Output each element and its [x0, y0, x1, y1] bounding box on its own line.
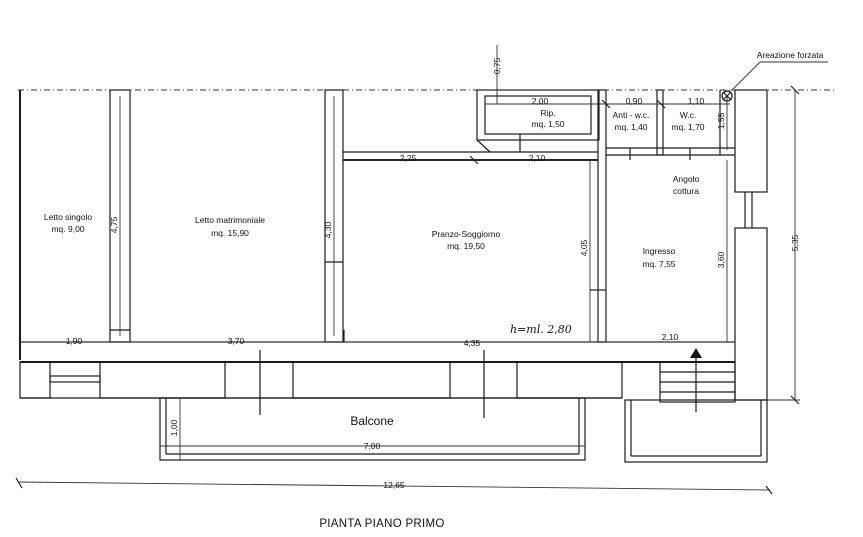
plan-title: PIANTA PIANO PRIMO — [319, 518, 444, 530]
dim-label-1265: 12,65 — [383, 480, 405, 490]
room-area-pranzo-soggiorno: mq. 19,50 — [447, 241, 485, 251]
dim-label-190: 1,90 — [66, 336, 83, 346]
dim-label-535: 5,35 — [790, 234, 800, 251]
room-area-ingresso: mq. 7,55 — [642, 259, 675, 269]
dim-label-155: 1,55 — [716, 112, 726, 129]
walls — [19, 89, 768, 463]
dim-label-360: 3,60 — [716, 251, 726, 268]
stair-arrow-icon — [690, 348, 702, 358]
room-area-letto-singolo: mq. 9,00 — [51, 224, 84, 234]
room-area-wc: mq. 1,70 — [671, 122, 704, 132]
dim-label-075: 0,75 — [492, 57, 502, 74]
room-name-letto-singolo: Letto singolo — [44, 212, 92, 222]
room-area-ripostiglio: mq. 1,50 — [531, 119, 564, 129]
room-name-letto-matrimoniale: Letto matrimoniale — [195, 215, 265, 225]
dim-label-435: 4,35 — [464, 338, 481, 348]
room-name-ripostiglio: Rip. — [540, 108, 555, 118]
dim-label-225: 2,25 — [400, 153, 417, 163]
ventilation-icon — [721, 90, 733, 102]
dim-label-210-bottom: 2,10 — [662, 332, 679, 342]
dim-label-430: 4,30 — [323, 221, 333, 238]
dimension-lines — [15, 45, 828, 495]
ventilation-label: Areazione forzata — [757, 50, 824, 60]
room-name-pranzo-soggiorno: Pranzo-Soggiorno — [432, 229, 501, 239]
room-name-angolo-cottura: Angolo — [673, 174, 700, 184]
height-note: h=ml. 2,80 — [510, 323, 572, 336]
room-name-ingresso: Ingresso — [643, 246, 676, 256]
dim-label-210-top: 2,10 — [529, 153, 546, 163]
dim-label-090: 0,90 — [626, 96, 643, 106]
room-name-balcone: Balcone — [350, 414, 394, 428]
room-name-wc: W.c. — [680, 110, 697, 120]
room-name-anti-wc: Anti - w.c. — [613, 110, 650, 120]
dim-label-405: 4,05 — [579, 239, 589, 256]
dim-label-700: 7,00 — [364, 441, 381, 451]
dim-label-200: 2,00 — [532, 96, 549, 106]
dim-label-370: 3,70 — [228, 336, 245, 346]
room-area-letto-matrimoniale: mq. 15,90 — [211, 228, 249, 238]
dim-label-100: 1,00 — [169, 419, 179, 436]
dim-label-475: 4,75 — [109, 216, 119, 233]
room-area-angolo-cottura: cottura — [673, 186, 699, 196]
dim-label-110: 1,10 — [688, 96, 705, 106]
room-area-anti-wc: mq. 1,40 — [614, 122, 647, 132]
